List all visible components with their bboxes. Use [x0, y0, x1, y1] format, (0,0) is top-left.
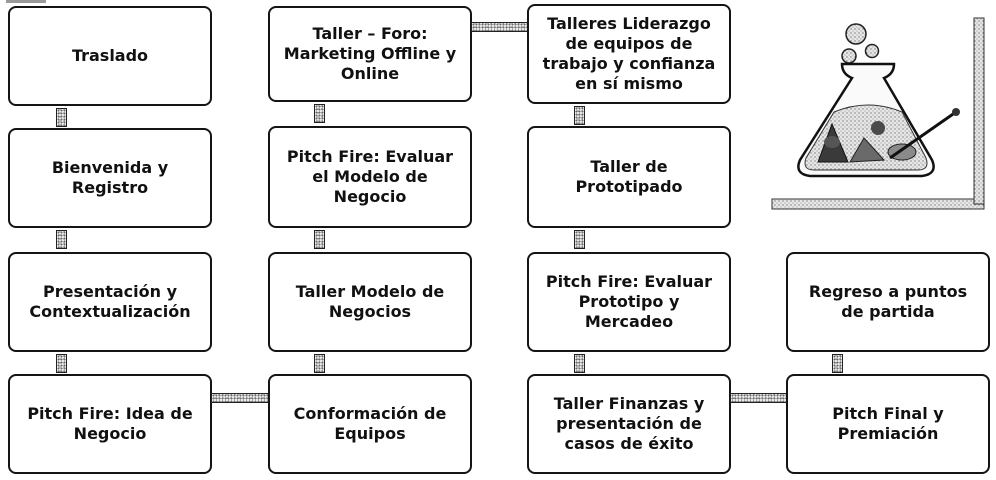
connector-pitch-final-regreso — [832, 354, 843, 373]
step-pitch-modelo-negocio: Pitch Fire: Evaluar el Modelo de Negocio — [268, 126, 472, 228]
step-talleres-liderazgo: Talleres Liderazgo de equipos de trabajo… — [527, 4, 731, 104]
step-traslado: Traslado — [8, 6, 212, 106]
step-taller-finanzas: Taller Finanzas y presentación de casos … — [527, 374, 731, 474]
step-pitch-idea-negocio: Pitch Fire: Idea de Negocio — [8, 374, 212, 474]
step-presentacion-contextualizacion: Presentación y Contextualización — [8, 252, 212, 352]
connector-presentacion-pitch-idea — [56, 354, 67, 373]
connector-pitch-idea-conformacion — [211, 393, 270, 403]
connector-pitch-prototipo-finanzas — [574, 354, 585, 373]
step-regreso-puntos-partida: Regreso a puntos de partida — [786, 252, 990, 352]
connector-traslado-bienvenida — [56, 108, 67, 127]
step-pitch-prototipo-mercadeo: Pitch Fire: Evaluar Prototipo y Mercadeo — [527, 252, 731, 352]
step-conformacion-equipos: Conformación de Equipos — [268, 374, 472, 474]
connector-liderazgo-prototipado — [574, 106, 585, 125]
connector-pitch-modelo-taller-modelo — [314, 230, 325, 249]
step-taller-foro-marketing: Taller – Foro: Marketing Offline y Onlin… — [268, 6, 472, 102]
step-bienvenida-registro: Bienvenida y Registro — [8, 128, 212, 228]
step-pitch-final-premiacion: Pitch Final y Premiación — [786, 374, 990, 474]
connector-taller-foro-pitch-modelo — [314, 104, 325, 123]
connector-taller-foro-liderazgo — [471, 22, 529, 32]
connector-bienvenida-presentacion — [56, 230, 67, 249]
connector-prototipado-pitch-prototipo — [574, 230, 585, 249]
step-taller-prototipado: Taller de Prototipado — [527, 126, 731, 228]
scan-artifact — [6, 0, 46, 3]
step-taller-modelo-negocios: Taller Modelo de Negocios — [268, 252, 472, 352]
flask-with-ingredients-icon — [771, 17, 985, 210]
connector-finanzas-pitch-final — [730, 393, 788, 403]
connector-taller-modelo-conformacion — [314, 354, 325, 373]
